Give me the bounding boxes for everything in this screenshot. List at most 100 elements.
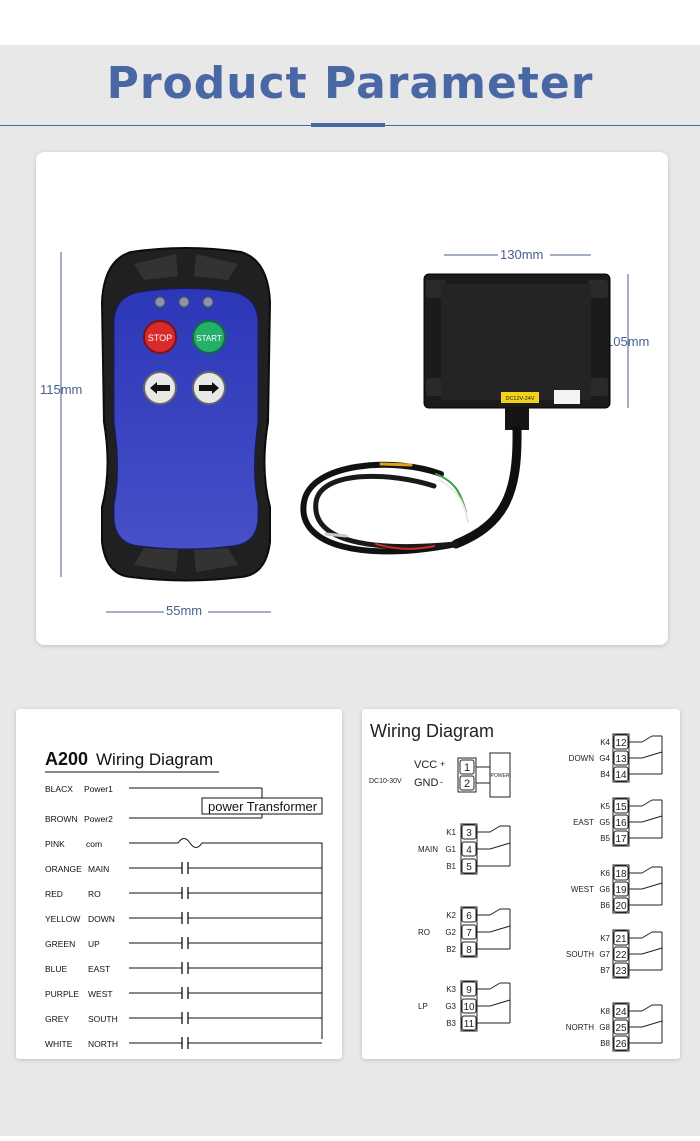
- terminal-number: 7: [466, 928, 472, 939]
- contact-label: B4: [600, 770, 610, 779]
- right-arrow-icon: [192, 371, 226, 405]
- terminal-number: 18: [615, 869, 627, 880]
- contact-label: B8: [600, 1039, 610, 1048]
- receiver-wiring-card: Wiring Diagram VCC GND + - DC10-30V 1 2 …: [362, 709, 680, 1059]
- terminal-number: 8: [466, 945, 472, 956]
- wire-color-label: RED: [45, 889, 63, 899]
- wire-function-label: EAST: [88, 964, 110, 974]
- terminal-number: 19: [615, 885, 627, 896]
- remote-height-label: 115mm: [40, 382, 82, 397]
- receiver-height-label: 105mm: [606, 334, 649, 349]
- terminal-number: 6: [466, 911, 472, 922]
- relay-switch: [641, 947, 663, 955]
- wire-function-label: UP: [88, 939, 100, 949]
- relay-group-name: MAIN: [418, 845, 438, 854]
- relay-switch: [489, 825, 501, 833]
- contact-label: G1: [445, 845, 456, 854]
- remote-controller: [100, 247, 272, 582]
- terminal-number: 22: [615, 950, 627, 961]
- power-terminal-number: 2: [464, 778, 470, 790]
- wire-color-label: BROWN: [45, 814, 78, 824]
- wire-color-label: GREY: [45, 1014, 69, 1024]
- wire-function-label: NORTH: [88, 1039, 118, 1049]
- terminal-number: 12: [615, 738, 627, 749]
- contact-label: K8: [600, 1007, 610, 1016]
- relay-switch: [489, 925, 511, 933]
- relay-switch: [641, 815, 663, 823]
- terminal-number: 24: [615, 1007, 627, 1018]
- gnd-label: GND: [414, 777, 439, 789]
- power-module-label: POWER: [491, 773, 510, 779]
- contact-label: B7: [600, 966, 610, 975]
- relay-group: MAIN K1 3G1 4B1 5: [418, 823, 511, 875]
- wire-color-label: WHITE: [45, 1039, 73, 1049]
- terminal-number: 26: [615, 1039, 627, 1050]
- bottom-strip: [0, 1136, 700, 1141]
- relay-group-name: EAST: [573, 818, 594, 827]
- contact-label: B2: [446, 945, 456, 954]
- stop-button: STOP: [143, 320, 177, 354]
- receiver-width-label: 130mm: [500, 247, 543, 262]
- terminal-number: 20: [615, 901, 627, 912]
- terminal-number: 10: [463, 1002, 475, 1013]
- contact-label: G5: [599, 818, 610, 827]
- power-terminal-number: 1: [464, 762, 470, 774]
- contact-label: K3: [446, 985, 456, 994]
- wire-function-label: com: [86, 839, 102, 849]
- contact-label: G8: [599, 1023, 610, 1032]
- terminal-number: 25: [615, 1023, 627, 1034]
- wire-function-label: Power1: [84, 784, 113, 794]
- wire-color-label: PURPLE: [45, 989, 79, 999]
- relay-switch: [489, 982, 501, 990]
- wire-color-label: PINK: [45, 839, 65, 849]
- start-button: START: [192, 320, 226, 354]
- a200-title: Wiring Diagram: [96, 750, 213, 769]
- relay-switch: [641, 1004, 653, 1012]
- stop-button-label: STOP: [148, 333, 172, 343]
- contact-label: K6: [600, 869, 610, 878]
- receiver-box: DC12V-24V: [423, 273, 611, 409]
- relay-switch: [641, 799, 653, 807]
- terminal-number: 13: [615, 754, 627, 765]
- terminal-number: 5: [466, 862, 472, 873]
- relay-group-name: WEST: [571, 885, 594, 894]
- wiring-title: Wiring Diagram: [370, 721, 494, 741]
- terminal-number: 11: [464, 1019, 475, 1030]
- terminal-number: 15: [615, 802, 627, 813]
- voltage-sticker: [501, 392, 539, 403]
- terminal-number: 17: [615, 834, 627, 845]
- contact-label: B3: [446, 1019, 456, 1028]
- power-terminal: [459, 775, 475, 791]
- relay-group-name: LP: [418, 1002, 428, 1011]
- relay-switch: [641, 1020, 663, 1028]
- contact-label: G6: [599, 885, 610, 894]
- relay-group-name: SOUTH: [566, 950, 594, 959]
- wire-function-label: MAIN: [88, 864, 109, 874]
- contact-label: K5: [600, 802, 610, 811]
- terminal-number: 23: [615, 966, 627, 977]
- terminal-number: 16: [615, 818, 627, 829]
- terminal-number: 21: [615, 934, 627, 945]
- wire-color-label: ORANGE: [45, 864, 82, 874]
- contact-label: G2: [445, 928, 456, 937]
- contact-label: B6: [600, 901, 610, 910]
- relay-group-name: NORTH: [566, 1023, 595, 1032]
- contact-label: G7: [599, 950, 610, 959]
- vcc-sign: +: [440, 759, 445, 769]
- vcc-label: VCC: [414, 759, 437, 771]
- contact-label: K1: [446, 828, 456, 837]
- contact-label: B1: [446, 862, 456, 871]
- wire-color-label: GREEN: [45, 939, 75, 949]
- wire-function-label: RO: [88, 889, 101, 899]
- relay-switch: [641, 866, 653, 874]
- wire-color-label: BLUE: [45, 964, 68, 974]
- relay-group-name: RO: [418, 928, 430, 937]
- relay-switch: [489, 908, 501, 916]
- relay-switch: [641, 931, 653, 939]
- terminal-number: 3: [466, 828, 472, 839]
- terminal-number: 4: [466, 845, 472, 856]
